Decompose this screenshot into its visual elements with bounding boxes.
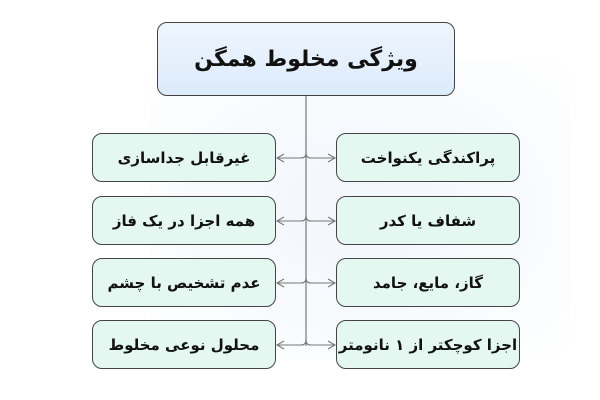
left-item: غیرقابل جداسازی — [92, 133, 276, 182]
double-arrow-connector — [275, 277, 337, 288]
left-item: محلول نوعی مخلوط — [92, 320, 276, 369]
right-item: اجزا کوچکتر از ۱ نانومتر — [336, 320, 520, 369]
double-arrow-connector — [275, 339, 337, 350]
double-arrow-connector — [275, 152, 337, 163]
left-item: همه اجزا در یک فاز — [92, 196, 276, 245]
right-item: پراکندگی یکنواخت — [336, 133, 520, 182]
left-item: عدم تشخیص با چشم — [92, 258, 276, 307]
double-arrow-connector — [275, 215, 337, 226]
root-node: ویژگی مخلوط همگن — [157, 22, 455, 96]
right-item: گاز، مایع، جامد — [336, 258, 520, 307]
right-item: شفاف یا کدر — [336, 196, 520, 245]
